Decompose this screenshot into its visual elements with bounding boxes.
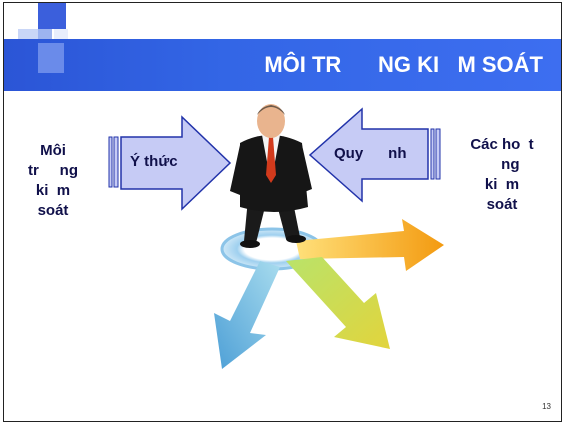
left-block-arrow xyxy=(108,115,232,211)
page-number: 13 xyxy=(542,402,551,411)
businessman-figure xyxy=(230,104,312,248)
header-bar xyxy=(4,39,561,91)
slide: MÔI TR NG KI M SOÁT xyxy=(3,2,562,422)
header-accent-square xyxy=(38,43,64,73)
right-text: Các ho t ng ki m soát xyxy=(470,136,534,213)
left-arrow-label: Ý thức xyxy=(130,153,178,170)
diagram-graphic xyxy=(108,104,444,369)
right-block-arrow xyxy=(308,107,441,203)
right-arrow-label: Quy nh xyxy=(334,145,407,162)
directional-arrows-graphic xyxy=(214,219,444,369)
slide-title: MÔI TR NG KI M SOÁT xyxy=(264,52,543,77)
left-text: Môi tr ng ki m soát xyxy=(28,142,78,219)
